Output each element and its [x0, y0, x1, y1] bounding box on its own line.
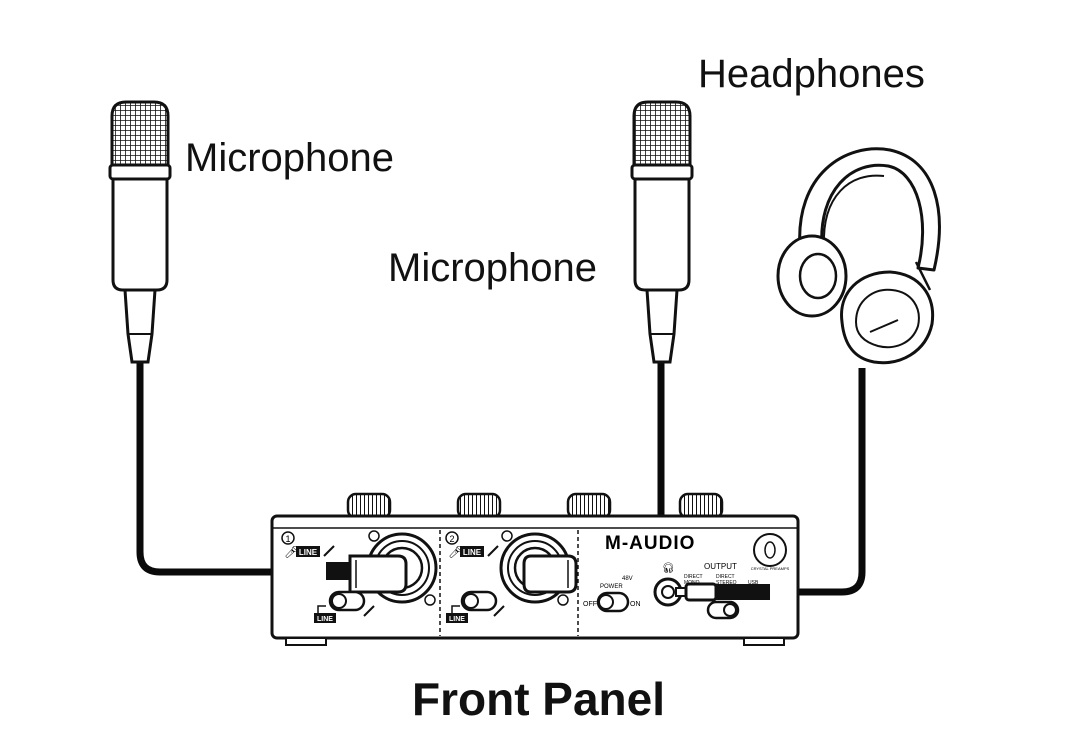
brand-logo: M-AUDIO: [605, 533, 695, 554]
mic-icon: 🎤︎: [284, 545, 299, 559]
ch2-switch-line-label: LINE: [449, 616, 465, 623]
headphone-cable: [770, 368, 866, 596]
off-label: OFF: [583, 601, 597, 608]
mic-right-grille: [632, 100, 692, 170]
direct-mono-label-2: MONO: [684, 580, 700, 586]
headphone-knob: [678, 492, 724, 520]
guitar-icon: [487, 545, 499, 557]
guitar-icon: [493, 605, 505, 617]
audio-interface: 1 🎤︎ LINE LINE 2 🎤︎ LIN: [270, 492, 800, 646]
ch1-line-label: LINE: [299, 548, 318, 557]
headphone-plug: [675, 582, 770, 602]
ch1-line-switch: LINE: [314, 590, 375, 623]
channel1-number: 1: [285, 534, 290, 544]
gain-knob-1: [346, 492, 392, 520]
mic-left-cable: [136, 362, 330, 576]
xlr-plug-2: [522, 554, 578, 594]
xlr-plug-1: [326, 554, 408, 594]
headphones-label: Headphones: [698, 52, 925, 96]
monitor-knob: [566, 492, 612, 520]
gain-knob-2: [456, 492, 502, 520]
microphone-left: [108, 100, 172, 364]
microphone-right: [630, 100, 694, 364]
crystal-preamps-badge: CRYSTAL PREAMPS: [751, 533, 790, 571]
mic-left-grille: [110, 100, 170, 170]
guitar-icon: [363, 605, 375, 617]
output-mode-switch: [706, 600, 740, 620]
headphones: [776, 147, 941, 365]
direct-mono-label-1: DIRECT: [684, 574, 703, 580]
channel2-number: 2: [449, 534, 454, 544]
badge-text: CRYSTAL PREAMPS: [751, 566, 790, 571]
microphone-label-left: Microphone: [185, 136, 395, 180]
usb-label: USB: [748, 580, 759, 586]
mic-icon: 🎤︎: [448, 545, 463, 559]
guitar-icon: [323, 545, 335, 557]
power-label: POWER: [600, 584, 623, 590]
direct-stereo-label-1: DIRECT: [716, 574, 735, 580]
direct-stereo-label-2: STEREO: [716, 580, 737, 586]
ch2-line-label: LINE: [463, 548, 482, 557]
headband: [798, 147, 941, 272]
on-label: ON: [630, 601, 641, 608]
ch2-line-switch: LINE: [446, 590, 505, 623]
output-label: OUTPUT: [704, 562, 737, 571]
ch1-switch-line-label: LINE: [317, 616, 333, 623]
phantom-power-switch: [596, 591, 630, 613]
diagram-title: Front Panel: [412, 673, 666, 725]
phantom-label: 48V: [622, 576, 633, 582]
microphone-label-right: Microphone: [388, 246, 598, 290]
headphone-icon: 🎧︎: [662, 562, 675, 574]
